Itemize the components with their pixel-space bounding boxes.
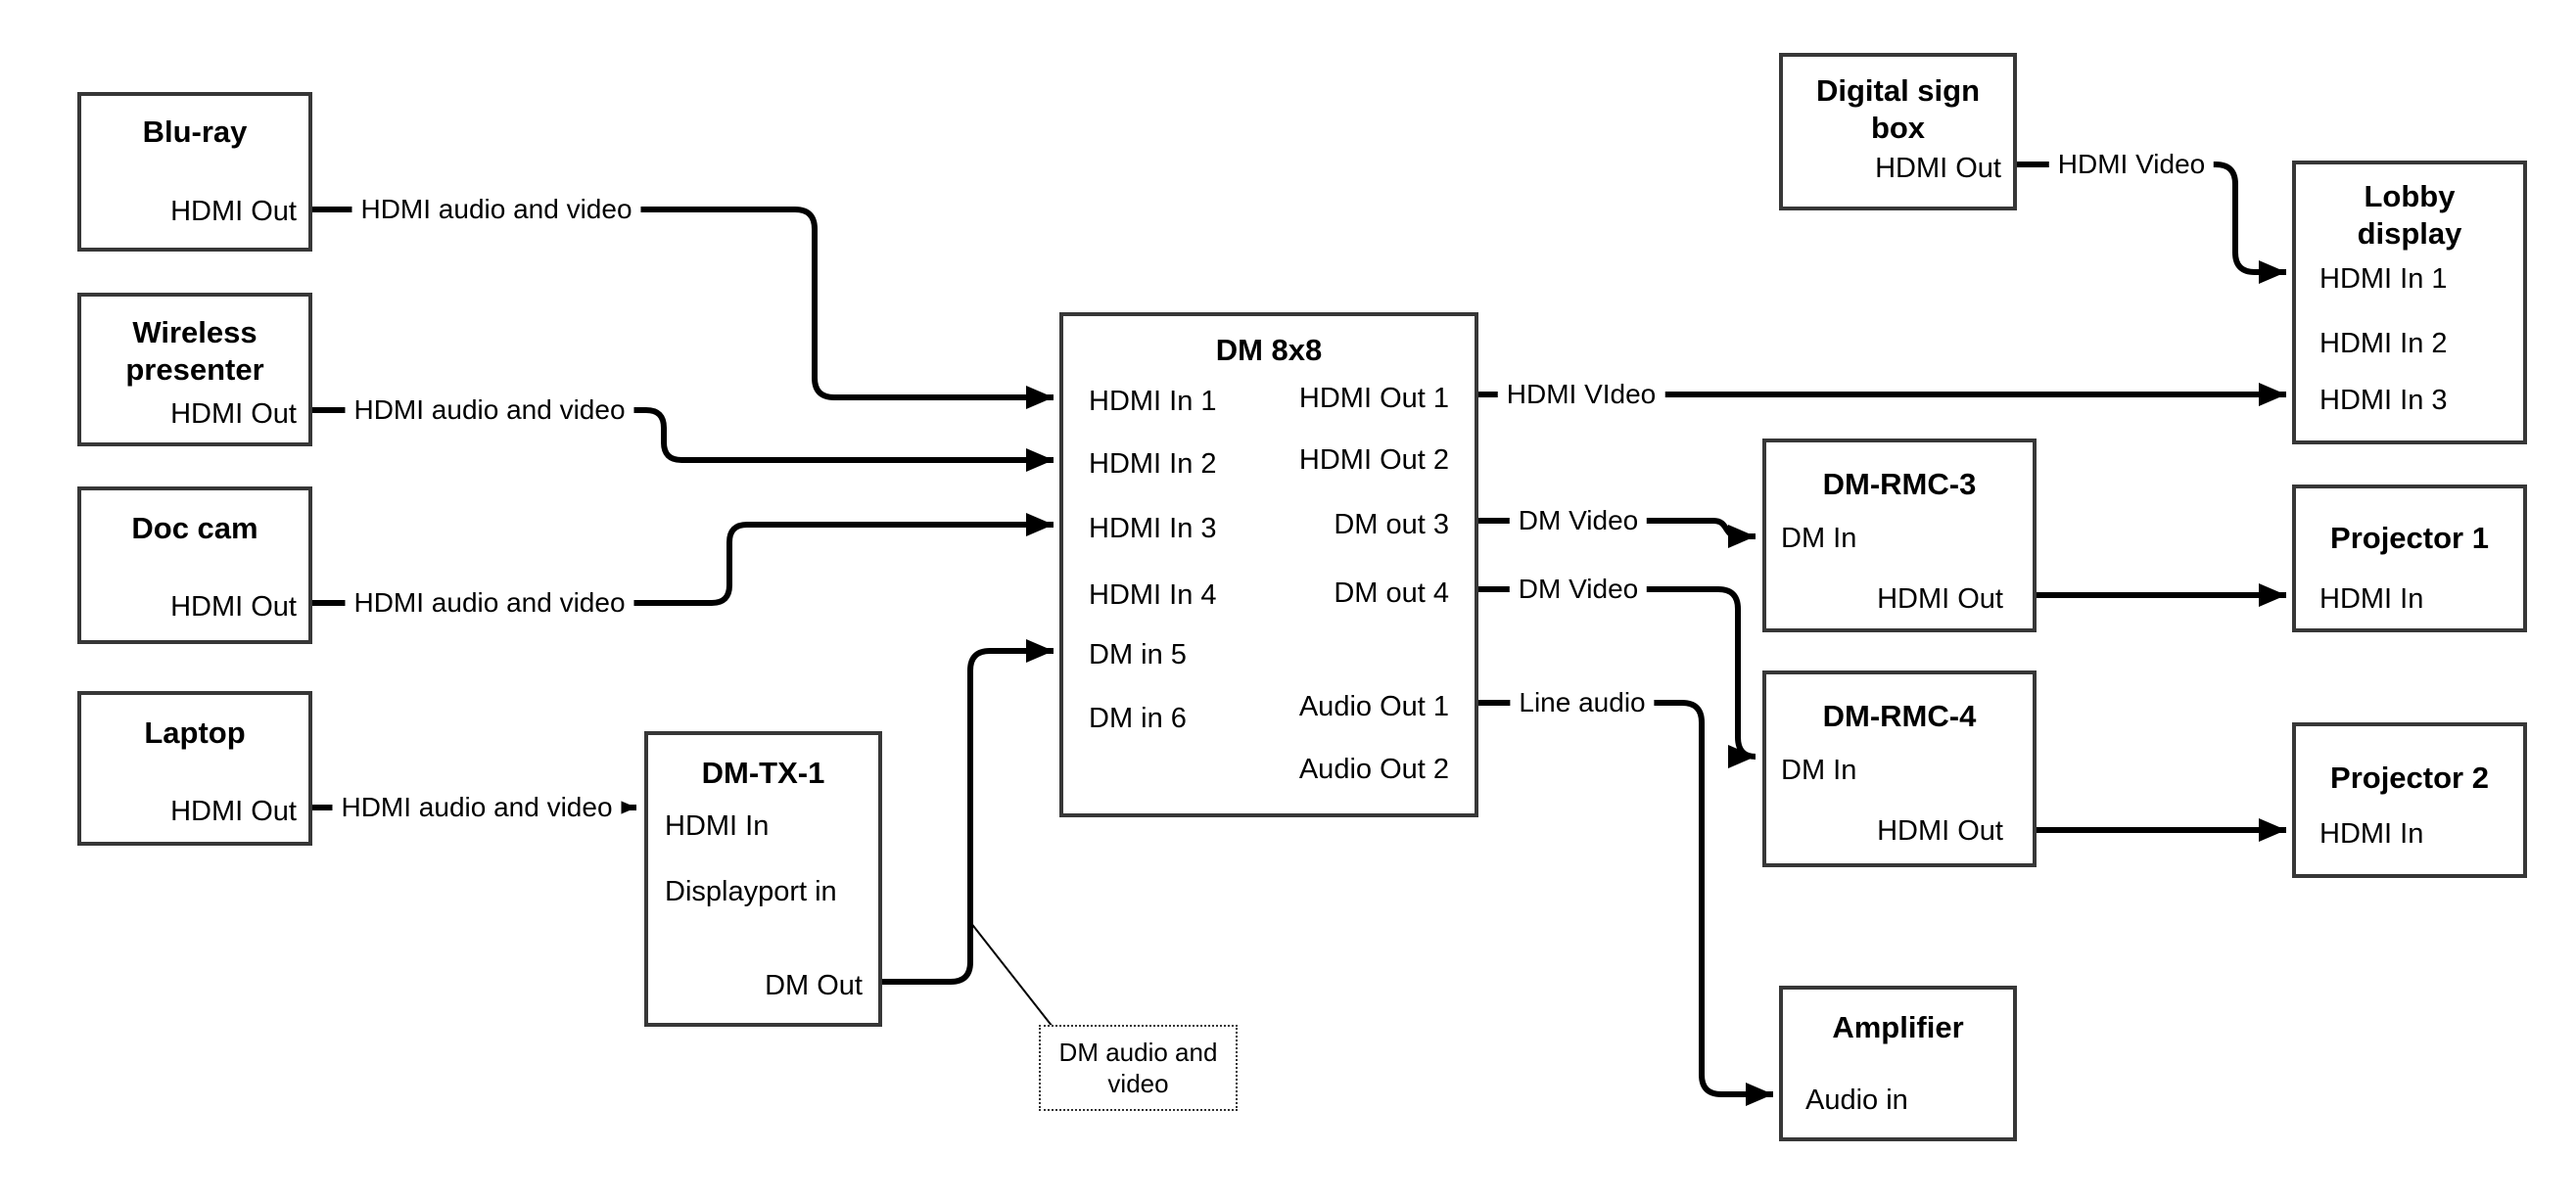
port-dm8x8-audio-out-2: Audio Out 2 [1298,754,1449,785]
port-lobby-hdmi-in-1: HDMI In 1 [2319,263,2448,295]
wire-label-bluray: HDMI audio and video [351,194,641,225]
node-laptop: Laptop HDMI Out [77,691,312,846]
node-bluray: Blu-ray HDMI Out [77,92,312,252]
port-lobby-hdmi-in-3: HDMI In 3 [2319,385,2448,416]
wire-audioout1-to-amp [1478,700,1773,1106]
port-amplifier-audio-in: Audio in [1805,1085,1908,1116]
port-projector2-hdmi-in: HDMI In [2319,818,2424,850]
node-wireless-presenter-title: Wireless presenter [125,315,264,387]
port-wireless-hdmi-out: HDMI Out [170,398,297,430]
port-dm8x8-hdmi-in-2: HDMI In 2 [1089,448,1217,480]
wire-label-doccam: HDMI audio and video [345,587,634,619]
wire-label-dm-video-out4: DM Video [1509,574,1648,605]
port-laptop-hdmi-out: HDMI Out [170,796,297,827]
node-dmtx1: DM-TX-1 HDMI In Displayport in DM Out [644,731,882,1027]
note-dm-audio-video: DM audio and video [1039,1025,1238,1111]
port-dm8x8-audio-out-1: Audio Out 1 [1298,691,1449,722]
port-signbox-hdmi-out: HDMI Out [1875,153,2001,184]
wire-dmtx1-to-dm8x8 [882,639,1054,985]
node-projector1-title: Projector 1 [2330,521,2489,555]
port-dmrmc4-dm-in: DM In [1781,755,1857,786]
wire-label-wireless: HDMI audio and video [345,394,634,426]
port-dmtx1-displayport-in: Displayport in [665,876,837,907]
node-bluray-title: Blu-ray [142,115,248,149]
port-dm8x8-hdmi-in-1: HDMI In 1 [1089,386,1217,417]
node-lobby-display: Lobby display HDMI In 1 HDMI In 2 HDMI I… [2292,161,2527,444]
port-lobby-hdmi-in-2: HDMI In 2 [2319,328,2448,359]
node-projector2-title: Projector 2 [2330,761,2489,795]
note-dm-audio-video-text: DM audio and video [1058,1038,1218,1098]
port-dm8x8-hdmi-out-1: HDMI Out 1 [1298,383,1449,414]
node-signbox: Digital sign box HDMI Out [1779,53,2017,210]
port-dmtx1-hdmi-in: HDMI In [665,810,770,842]
node-amplifier-title: Amplifier [1832,1010,1964,1044]
node-dm8x8-title: DM 8x8 [1215,333,1323,367]
node-laptop-title: Laptop [144,716,246,750]
node-doccam-title: Doc cam [131,511,258,545]
node-amplifier: Amplifier Audio in [1779,986,2017,1141]
port-projector1-hdmi-in: HDMI In [2319,583,2424,615]
note-leader-line [969,921,1054,1028]
port-dm8x8-hdmi-in-3: HDMI In 3 [1089,513,1217,544]
port-dm8x8-hdmi-in-4: HDMI In 4 [1089,579,1217,611]
wire-label-hdmi-video-sign: HDMI Video [2048,149,2215,180]
port-dmtx1-dm-out: DM Out [765,970,863,1001]
node-dmtx1-title: DM-TX-1 [701,756,825,790]
port-dmrmc3-dm-in: DM In [1781,523,1857,554]
port-dm8x8-dm-in-5: DM in 5 [1089,639,1187,670]
node-projector2: Projector 2 HDMI In [2292,722,2527,878]
node-dmrmc3: DM-RMC-3 DM In HDMI Out [1762,439,2037,632]
wire-dmout3-to-dmrmc3 [1478,518,1756,548]
wire-doccam-to-dm8x8 [312,513,1054,606]
port-dm8x8-dm-out-3: DM out 3 [1334,509,1449,540]
wire-label-hdmi-video-out1: HDMI VIdeo [1497,379,1665,410]
port-doccam-hdmi-out: HDMI Out [170,591,297,623]
node-lobby-display-title: Lobby display [2357,179,2462,251]
wire-label-dm-video-out3: DM Video [1509,505,1648,536]
node-doccam: Doc cam HDMI Out [77,486,312,644]
node-dmrmc4-title: DM-RMC-4 [1822,699,1977,733]
port-dmrmc4-hdmi-out: HDMI Out [1877,815,2003,847]
port-dm8x8-dm-in-6: DM in 6 [1089,703,1187,734]
wire-wireless-to-dm8x8 [312,407,1054,472]
node-dm8x8: DM 8x8 HDMI In 1 HDMI In 2 HDMI In 3 HDM… [1059,312,1478,817]
wire-dmout4-to-dmrmc4 [1478,586,1756,768]
port-bluray-hdmi-out: HDMI Out [170,196,297,227]
port-dm8x8-dm-out-4: DM out 4 [1334,577,1449,609]
wire-label-line-audio: Line audio [1510,687,1655,718]
wire-label-laptop: HDMI audio and video [332,792,622,823]
wire-signbox-to-lobby [2017,162,2286,284]
port-dm8x8-hdmi-out-2: HDMI Out 2 [1298,444,1449,476]
node-signbox-title: Digital sign box [1815,73,1981,145]
node-dmrmc4: DM-RMC-4 DM In HDMI Out [1762,670,2037,867]
port-dmrmc3-hdmi-out: HDMI Out [1877,583,2003,615]
node-dmrmc3-title: DM-RMC-3 [1822,467,1977,501]
node-projector1: Projector 1 HDMI In [2292,485,2527,632]
node-wireless-presenter: Wireless presenter HDMI Out [77,293,312,446]
wire-bluray-to-dm8x8 [312,207,1054,409]
